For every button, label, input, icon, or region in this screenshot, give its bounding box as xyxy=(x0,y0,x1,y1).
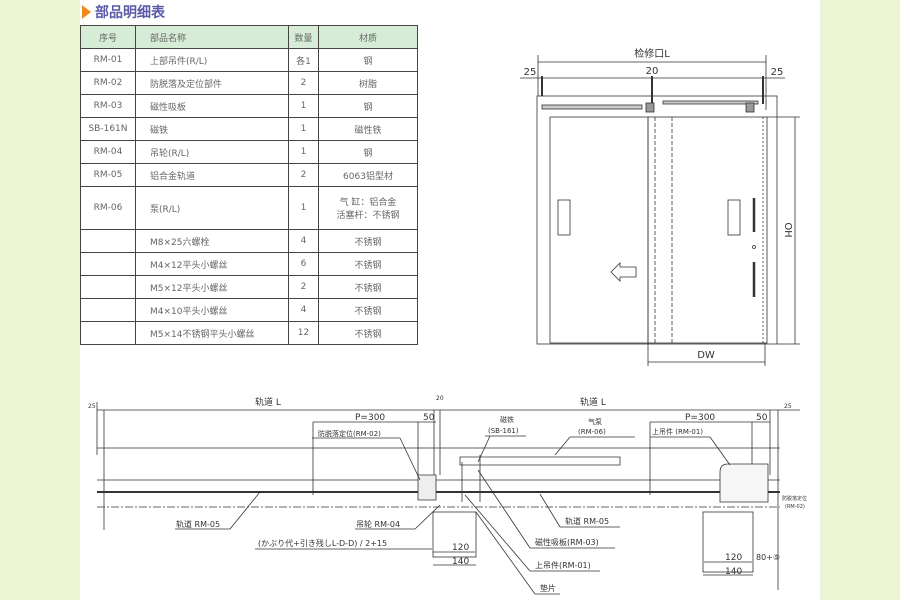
part-name: M5×12平头小螺丝 xyxy=(135,275,289,299)
label-magnet: 磁铁 xyxy=(500,415,514,424)
dim50-right: 50 xyxy=(756,413,768,423)
rail-length-left: 轨道 L xyxy=(255,396,281,408)
title-text: 部品明细表 xyxy=(95,5,165,21)
label-rm03: 磁性吸板(RM-03) xyxy=(535,537,599,547)
part-number: RM-04 xyxy=(80,140,136,164)
part-material: 不锈钢 xyxy=(318,275,418,299)
part-number xyxy=(80,321,136,345)
elevation-view: 检修口L 25 20 25 OH DW xyxy=(520,47,800,366)
part-material: 不锈钢 xyxy=(318,298,418,322)
label-rm02: 防脱落定位(RM-02) xyxy=(318,429,381,438)
part-number: RM-01 xyxy=(80,48,136,72)
center-gap-dim: 20 xyxy=(646,66,659,77)
label-rm02-right-code: (RM-02) xyxy=(785,504,805,510)
label-rm01-bottom: 上吊件(RM-01) xyxy=(535,560,591,570)
width-label: DW xyxy=(697,350,715,361)
dim120-left: 120 xyxy=(452,543,469,553)
label-rm02-right: 防脱落定位 xyxy=(782,495,807,502)
dim50-left: 50 xyxy=(423,413,435,423)
header-no: 序号 xyxy=(80,25,136,49)
part-name: 吊轮(R/L) xyxy=(135,140,289,164)
part-name: M8×25六螺栓 xyxy=(135,229,289,253)
label-rail-rm05-left: 轨道 RM-05 xyxy=(176,519,220,529)
part-number: RM-05 xyxy=(80,163,136,187)
part-name: 防脱落及定位部件 xyxy=(135,71,289,95)
p300-left: P=300 xyxy=(355,413,385,423)
formula-label: (かぶり代+引き残しL-D-D) / 2+15 xyxy=(258,538,387,548)
part-qty: 12 xyxy=(288,321,319,345)
label-magnet-code: (SB-161) xyxy=(488,427,519,435)
part-material: 不锈钢 xyxy=(318,252,418,276)
part-material: 不锈钢 xyxy=(318,229,418,253)
label-rail-rm05-right: 轨道 RM-05 xyxy=(565,516,609,526)
dim140-right: 140 xyxy=(725,567,742,577)
material-line-2: 活塞杆：不锈钢 xyxy=(336,211,400,221)
title-marker-icon xyxy=(82,5,91,19)
rail-length-right: 轨道 L xyxy=(580,396,606,408)
material-line-1: 气 缸：铝合金 xyxy=(339,198,397,208)
opening-label: 检修口L xyxy=(634,47,670,60)
section-view: 25 轨道 L 轨道 L 25 P=300 50 20 P=300 50 120… xyxy=(88,395,807,595)
dim-25-right: 25 xyxy=(784,403,792,410)
dim20: 20 xyxy=(436,395,444,402)
label-rm01-top: 上吊件 (RM-01) xyxy=(652,427,703,436)
part-name: M5×14不锈钢平头小螺丝 xyxy=(135,321,289,345)
p300-right: P=300 xyxy=(685,413,715,423)
right-margin-dim: 25 xyxy=(771,67,784,78)
part-name: M4×12平头小螺丝 xyxy=(135,252,289,276)
label-pump: 气泵 xyxy=(588,417,602,426)
slide-direction-arrow-icon xyxy=(610,262,637,282)
section-title: 部品明细表 xyxy=(82,2,165,22)
dim140-left: 140 xyxy=(452,557,469,567)
dim-25-left: 25 xyxy=(88,403,96,410)
dim120-right: 120 xyxy=(725,553,742,563)
label-shim: 垫片 xyxy=(540,583,556,593)
header-material: 材质 xyxy=(318,25,418,49)
part-material: 气 缸：铝合金活塞杆：不锈钢 xyxy=(318,186,418,230)
dim80: 80+⑤ xyxy=(756,553,780,562)
height-label: OH xyxy=(782,222,793,237)
part-material: 磁性铁 xyxy=(318,117,418,141)
part-name: 上部吊件(R/L) xyxy=(135,48,289,72)
part-number: SB-161N xyxy=(80,117,136,141)
left-margin-dim: 25 xyxy=(524,67,537,78)
label-rm04: 吊轮 RM-04 xyxy=(356,519,400,529)
label-pump-code: (RM-06) xyxy=(578,428,606,436)
part-material: 不锈钢 xyxy=(318,321,418,345)
part-qty: 2 xyxy=(288,275,319,299)
